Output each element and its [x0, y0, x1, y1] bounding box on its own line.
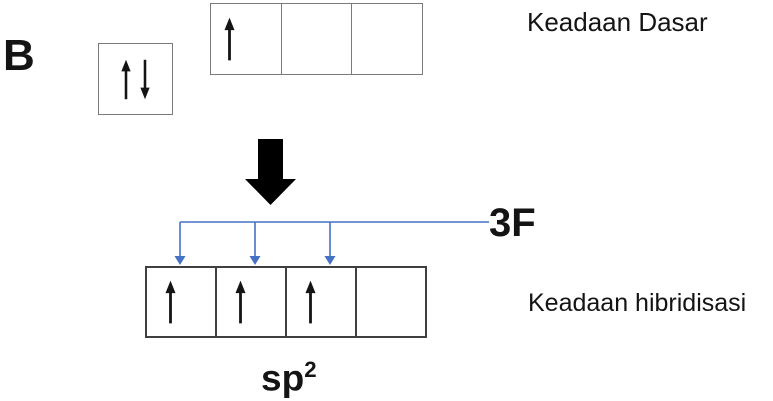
sp2-orbital-box-1: [145, 266, 217, 338]
sp2-exponent-text: 2: [304, 357, 317, 382]
electron-down-arrow: [140, 59, 150, 99]
hybridized-orbital-row: [145, 266, 427, 338]
transition-down-arrow-icon: [245, 139, 296, 205]
sp2-orbital-box-3: [285, 266, 357, 338]
ground-state-label: Keadaan Dasar: [527, 7, 708, 37]
electron-up-arrow: [304, 280, 316, 324]
fluorine-count-label: 3F: [489, 201, 536, 245]
electron-up-arrow: [234, 280, 246, 324]
electron-up-arrow: [223, 17, 235, 61]
electron-up-arrow: [164, 280, 176, 324]
element-symbol: B: [3, 31, 35, 80]
ground-state-s-orbital-box: [98, 43, 173, 115]
fluorine-bond-connector-lines: [174, 221, 489, 265]
p-orbital-box-2: [280, 3, 353, 75]
sp2-base-text: sp: [261, 357, 305, 399]
sp2-orbital-box-4: [355, 266, 427, 338]
sp2-orbital-box-2: [215, 266, 287, 338]
p-orbital-box-1: [210, 3, 282, 75]
sp2-hybrid-label: sp2: [261, 349, 317, 399]
hybridized-state-label: Keadaan hibridisasi: [528, 289, 747, 317]
electron-up-arrow: [121, 59, 131, 99]
ground-state-p-orbital-row: [210, 3, 423, 75]
p-orbital-box-3: [351, 3, 423, 75]
